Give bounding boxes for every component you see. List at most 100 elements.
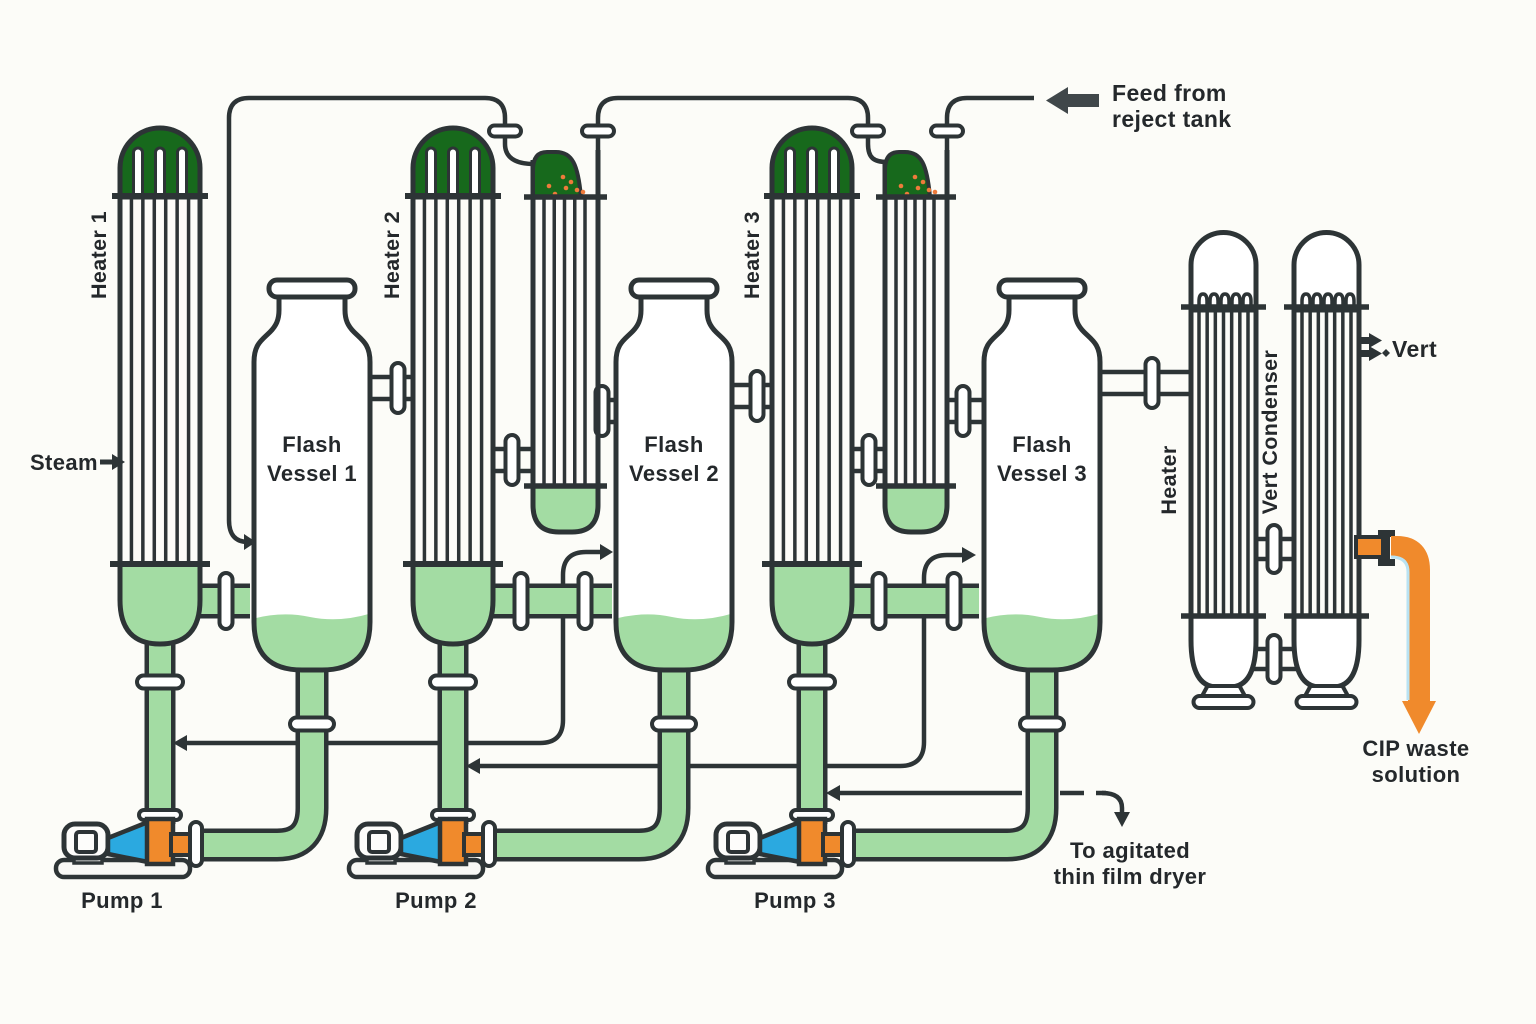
top-dome — [1188, 230, 1259, 313]
motor-fan-icon — [367, 830, 391, 854]
pump1-label: Pump 1 — [81, 888, 163, 913]
transfer-line-2-3 — [480, 552, 962, 769]
impeller-cone — [757, 819, 803, 865]
flange — [512, 571, 530, 631]
sep1-to-flash1-pipe — [226, 95, 535, 545]
tube-slot — [176, 146, 188, 200]
spray-dot-icon — [898, 183, 904, 189]
separator-1 — [524, 150, 607, 535]
right-heater-label: Heater — [1157, 445, 1181, 515]
arrow-to-pump1-icon — [173, 735, 187, 751]
feed-arrow-icon — [1046, 87, 1068, 114]
vapour-cap — [883, 150, 933, 199]
flange — [217, 571, 235, 631]
tube-loop — [1300, 292, 1312, 308]
liquid — [984, 613, 1100, 670]
vessel-body-outline — [613, 294, 735, 673]
motor-fan-icon — [726, 830, 750, 854]
cip-line — [1354, 530, 1436, 734]
spray-dot-icon — [920, 179, 926, 185]
flange — [288, 715, 336, 733]
pump-1 — [53, 816, 204, 880]
spray-dot-icon — [574, 187, 580, 193]
vent-arrow-shaft — [1357, 350, 1369, 357]
suction-stub — [821, 832, 844, 857]
vert-condenser — [1284, 230, 1369, 710]
spray-dot-icon — [546, 183, 552, 189]
flange — [1265, 633, 1283, 685]
flange — [860, 433, 878, 487]
arrow-into-flash1-icon — [244, 534, 256, 550]
flange — [481, 820, 497, 868]
spray-dot-icon — [563, 185, 569, 191]
flange — [580, 123, 616, 139]
vent-label: Vert — [1392, 336, 1437, 362]
spray-dot-icon — [915, 185, 921, 191]
support-base — [1191, 694, 1256, 710]
flange — [650, 715, 698, 733]
heater3-label: Heater 3 — [740, 211, 764, 299]
suction-stub — [169, 832, 192, 857]
flange — [954, 384, 972, 438]
flash1-to-pump1-pipe-outline — [198, 656, 329, 862]
flange — [787, 673, 837, 691]
flange — [850, 123, 886, 139]
vessel-lip — [628, 277, 720, 300]
heater2-label: Heater 2 — [380, 211, 404, 299]
right-heater — [1181, 230, 1266, 710]
tube-slot — [828, 146, 840, 200]
feed-label: reject tank — [1112, 106, 1231, 132]
heater-2 — [403, 125, 503, 647]
tube-slot — [425, 146, 437, 200]
tube-slot — [154, 146, 166, 200]
arrow-into-flash2-icon — [600, 544, 613, 560]
flash-vessel-label: Flash — [282, 432, 341, 457]
tube-loop — [1241, 292, 1253, 308]
flange — [929, 123, 965, 139]
overhead-pipes — [226, 95, 1034, 550]
flash1-to-pump1-pipe-fill — [198, 656, 324, 857]
cip-nozzle — [1354, 535, 1385, 559]
flange — [487, 123, 523, 139]
dryer-label: thin film dryer — [1054, 864, 1207, 889]
dryer-label: To agitated — [1070, 838, 1190, 863]
flange — [503, 433, 521, 487]
bottom-bowl — [1291, 613, 1362, 690]
white-pipes — [370, 356, 1298, 685]
heater-1 — [110, 125, 210, 647]
cip-label: solution — [1372, 762, 1461, 787]
flange — [188, 820, 204, 868]
vessel-body-fill — [616, 297, 732, 670]
heater-3 — [762, 125, 862, 647]
top-dome — [1291, 230, 1362, 313]
spray-dot-icon — [580, 189, 586, 195]
spray-dot-icon — [932, 189, 938, 195]
flange — [870, 571, 888, 631]
vessel-body-fill — [254, 297, 370, 670]
tube-loop — [1197, 292, 1209, 308]
flash-vessel-label: Flash — [644, 432, 703, 457]
flash2-to-pump2-pipe-fill — [491, 656, 686, 857]
vessel-lip — [266, 277, 358, 300]
bottom-bowl — [117, 561, 203, 647]
transfer-line-dryer-elbow — [1101, 790, 1125, 813]
flash3-to-pump3-pipe-fill — [850, 656, 1054, 857]
clamp-icon — [1384, 530, 1390, 566]
flange — [576, 571, 594, 631]
bottom-bowl — [410, 561, 496, 647]
flange — [840, 820, 856, 868]
vent-arrow-icon — [1369, 333, 1382, 348]
feed-label: Feed from — [1112, 80, 1227, 106]
vent-diamond-icon — [1382, 349, 1390, 357]
pump-2 — [346, 816, 497, 880]
cip-label: CIP waste — [1362, 736, 1469, 761]
flash-vessel-label: Vessel 3 — [997, 461, 1087, 486]
flash2-to-pump2-pipe-outline — [491, 656, 691, 862]
cip-pipe — [1391, 536, 1430, 703]
flash3-to-pump3-pipe-outline — [850, 656, 1059, 862]
